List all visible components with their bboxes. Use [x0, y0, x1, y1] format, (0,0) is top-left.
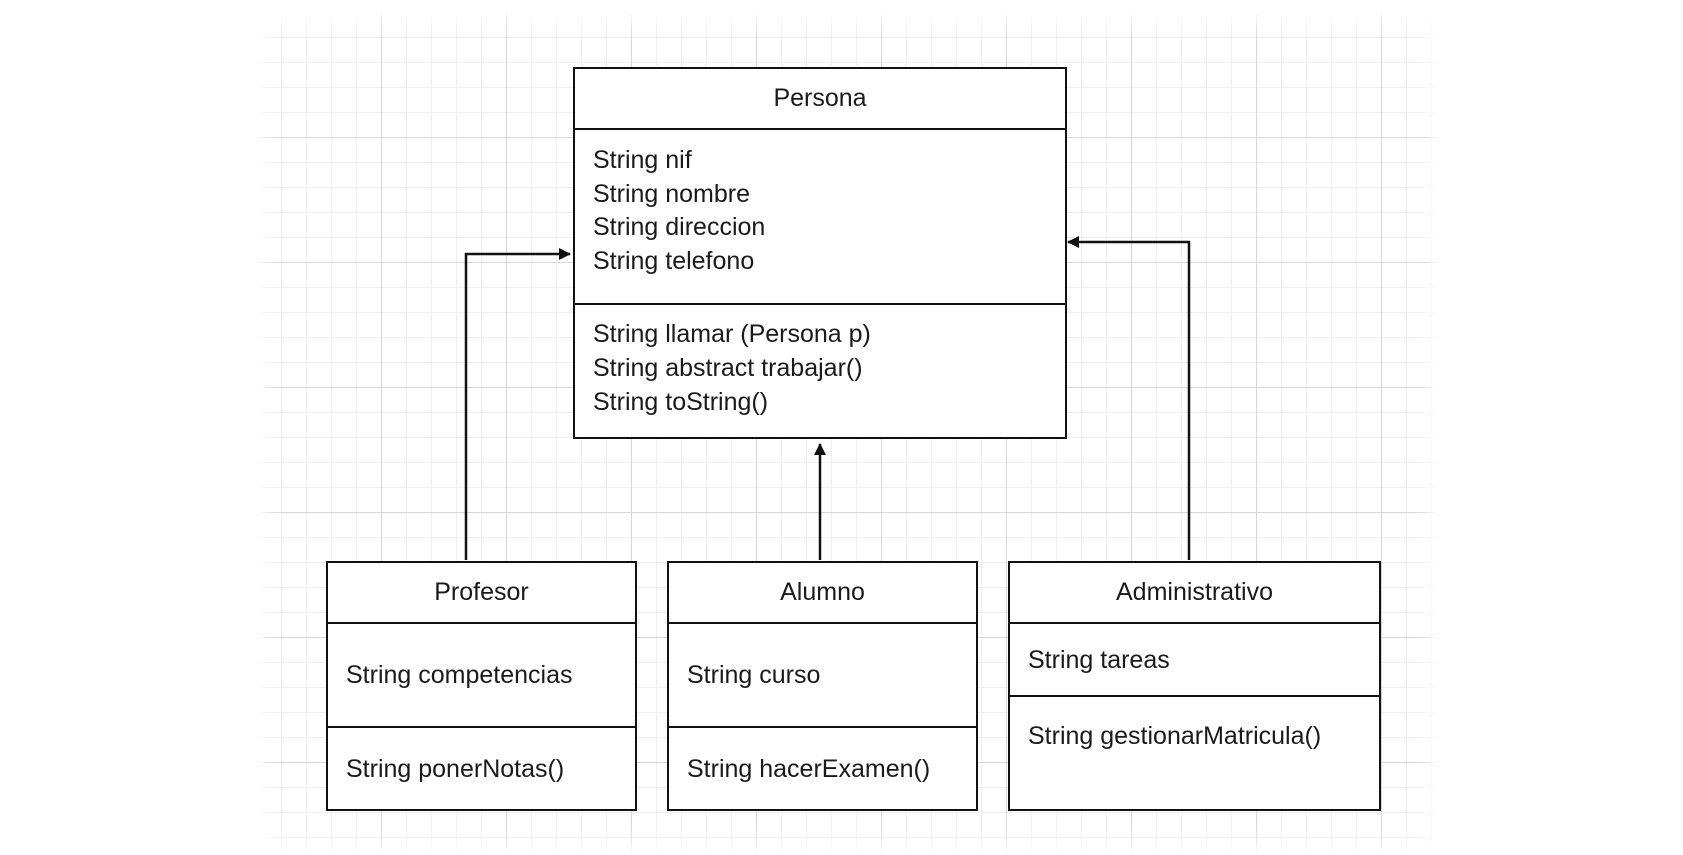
attribute: String direccion: [593, 213, 766, 241]
class-alumno[interactable]: Alumno String curso String hacerExamen(): [667, 561, 978, 811]
attribute: String telefono: [593, 246, 755, 275]
method: String toString(): [593, 388, 769, 416]
method: String gestionarMatricula(): [1028, 722, 1322, 750]
attribute: String curso: [687, 661, 821, 689]
class-name-profesor: Profesor: [328, 563, 635, 624]
attributes-administrativo: String tareas: [1010, 624, 1379, 697]
attributes-persona: String nif String nombre String direccio…: [575, 130, 1065, 305]
class-name-administrativo: Administrativo: [1010, 563, 1379, 624]
class-name-persona: Persona: [575, 69, 1065, 130]
method: String ponerNotas(): [346, 754, 565, 783]
methods-administrativo: String gestionarMatricula(): [1010, 697, 1379, 809]
methods-persona: String llamar (Persona p) String abstrac…: [575, 305, 1065, 437]
class-persona[interactable]: Persona String nif String nombre String …: [573, 67, 1067, 439]
methods-alumno: String hacerExamen(): [669, 728, 976, 809]
method: String hacerExamen(): [687, 754, 931, 783]
attribute: String nif: [593, 146, 692, 174]
attribute: String competencias: [346, 661, 573, 689]
method: String llamar (Persona p): [593, 320, 871, 348]
attribute: String tareas: [1028, 645, 1170, 674]
attributes-alumno: String curso: [669, 624, 976, 728]
class-profesor[interactable]: Profesor String competencias String pone…: [326, 561, 637, 811]
methods-profesor: String ponerNotas(): [328, 728, 635, 809]
attribute: String nombre: [593, 179, 751, 208]
class-name-alumno: Alumno: [669, 563, 976, 624]
method: String abstract trabajar(): [593, 354, 863, 382]
class-administrativo[interactable]: Administrativo String tareas String gest…: [1008, 561, 1381, 811]
attributes-profesor: String competencias: [328, 624, 635, 728]
